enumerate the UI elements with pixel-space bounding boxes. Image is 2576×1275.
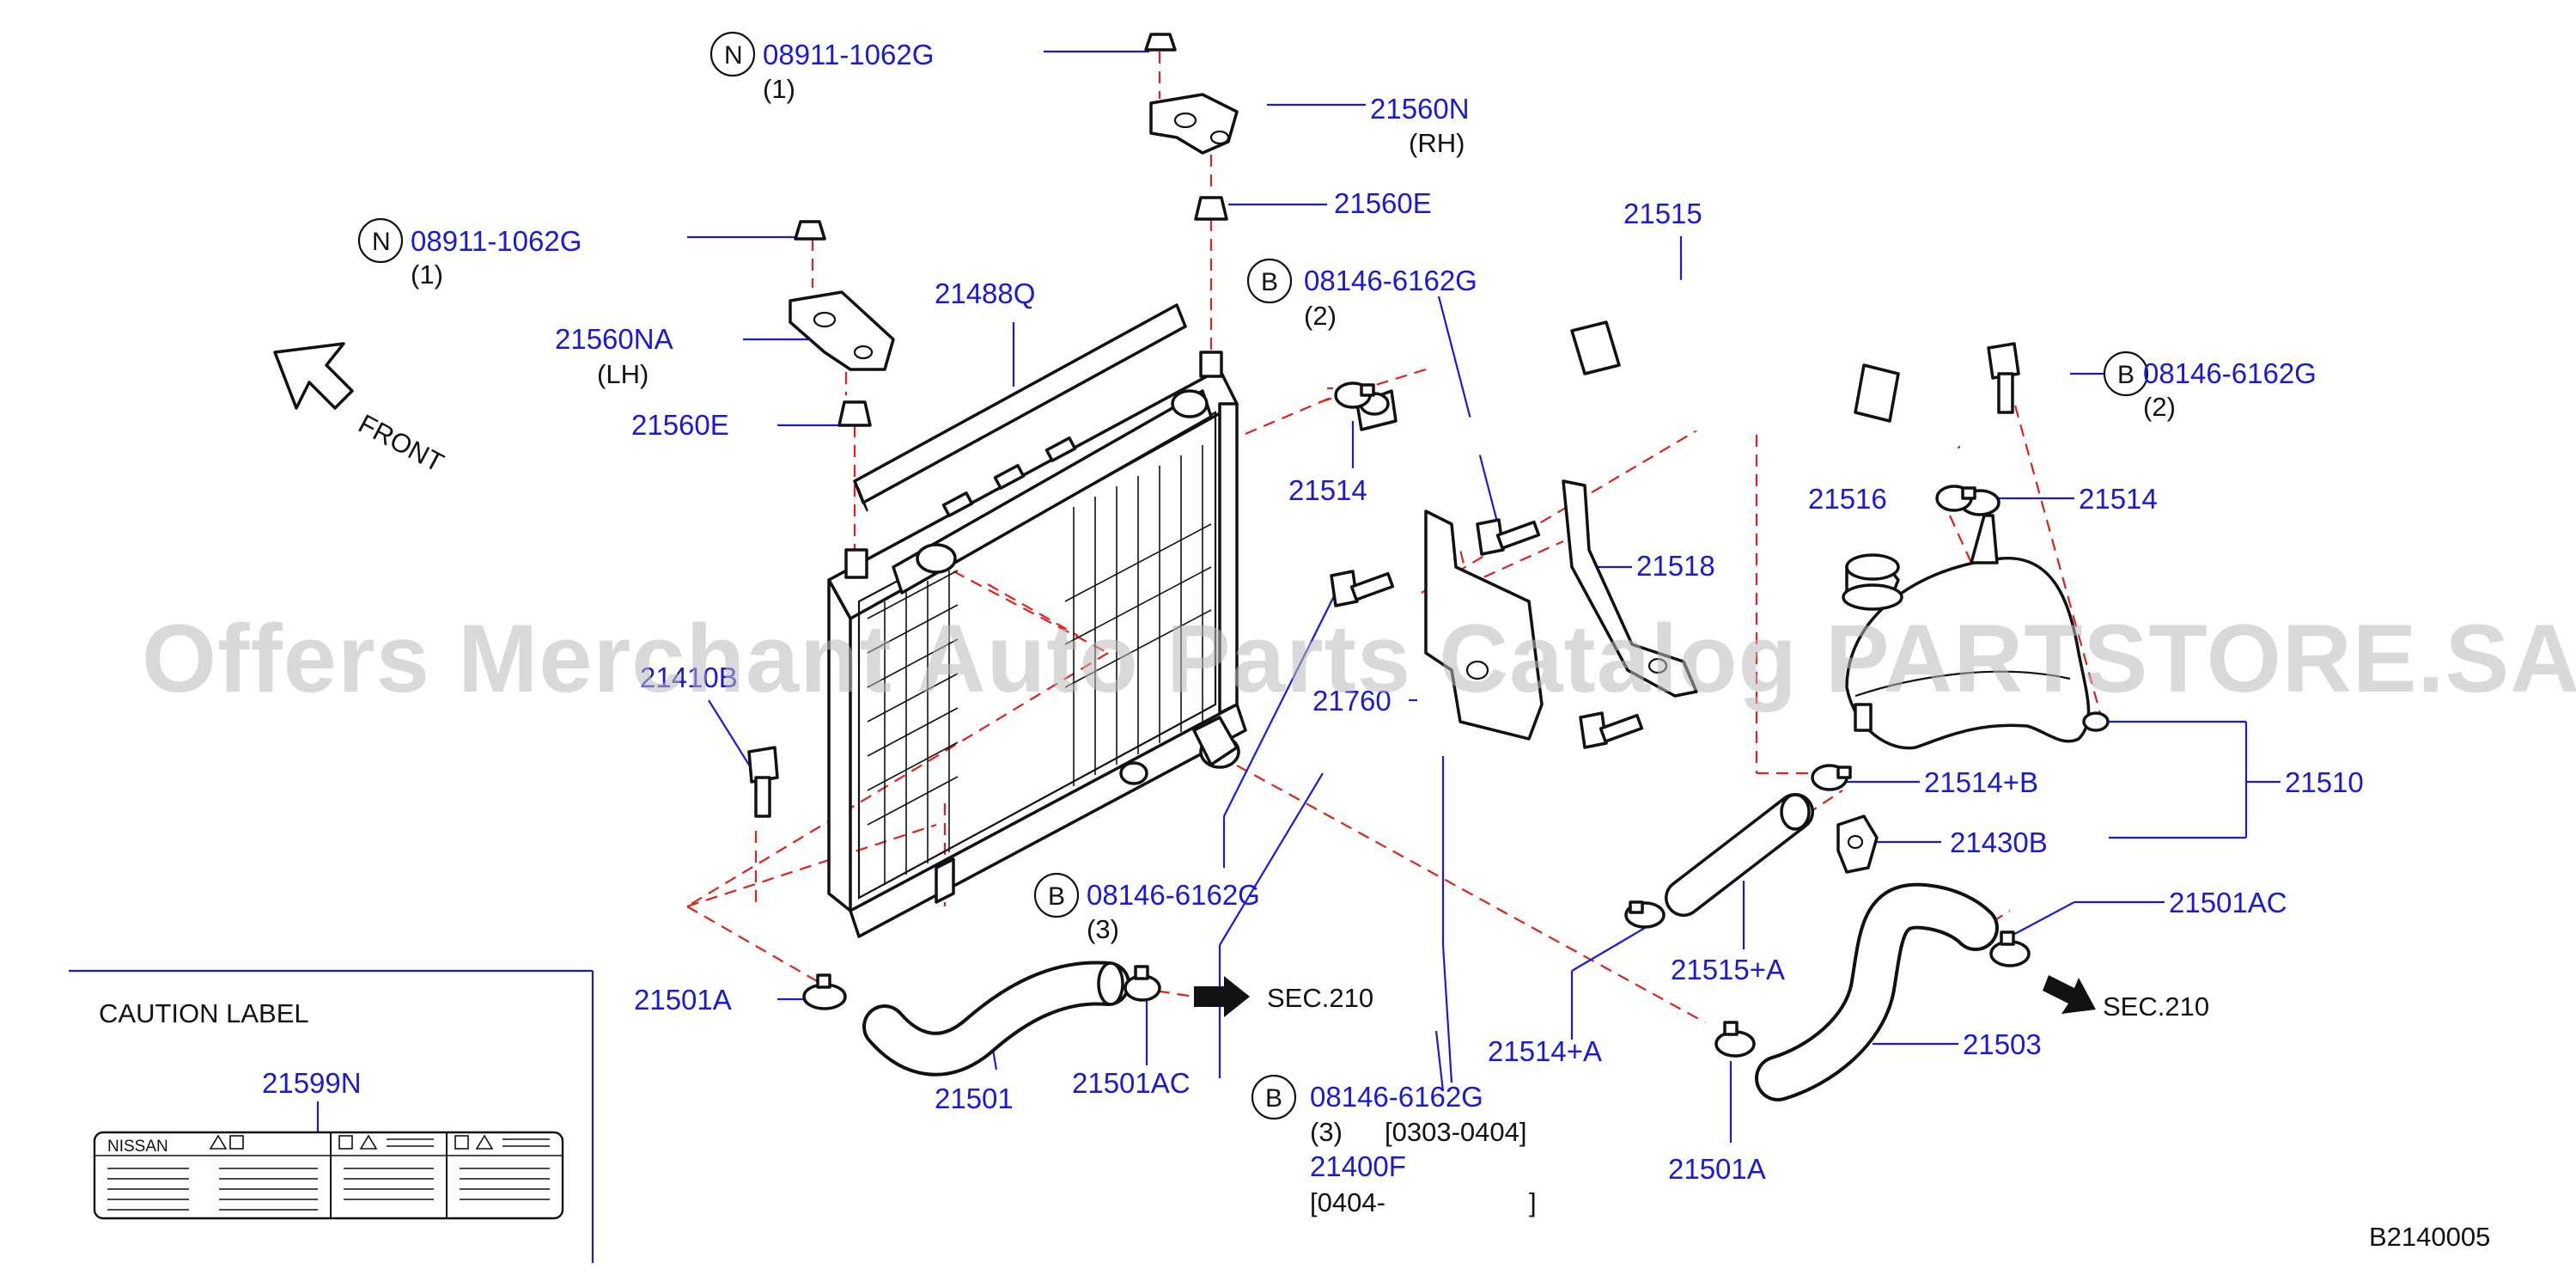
part-labels: 08911-1062G (1) 21560N (RH) 21560E 08911… <box>411 39 2490 1252</box>
bolt-b-right <box>1987 342 2020 414</box>
label-clamp-b: 21514+B <box>1924 766 2038 798</box>
hose-21515a <box>1624 793 1814 929</box>
symbol-b-2: B <box>2117 361 2134 389</box>
label-bracket-lh: 21560NA <box>555 323 673 355</box>
label-reservoir-cap: 21516 <box>1808 483 1887 515</box>
label-drain-plug: 21410B <box>640 662 738 693</box>
hose-21503 <box>1714 882 2096 1101</box>
seal-21488q <box>853 303 1187 512</box>
drain-bolt-21410b <box>747 746 779 818</box>
label-bracket-rh-side: (RH) <box>1409 128 1465 158</box>
label-hose-upper: 21501 <box>935 1083 1014 1114</box>
front-label: FRONT <box>354 408 449 478</box>
label-sec-left: SEC.210 <box>1267 983 1373 1013</box>
label-radiator-range-start: [0404- <box>1310 1187 1385 1217</box>
front-arrow: FRONT <box>273 342 449 478</box>
label-hose-small: 21515+A <box>1671 954 1785 985</box>
bolt-b-lower <box>1579 711 1644 749</box>
leader-lines <box>687 50 2281 1143</box>
label-sec-right: SEC.210 <box>2103 991 2209 1022</box>
radiator <box>827 351 1247 938</box>
label-bracket-lower: 21760 <box>1312 685 1392 717</box>
reservoir-21510 <box>1842 489 2110 750</box>
caution-text-lines <box>107 1138 550 1211</box>
clamp-21514-right <box>1935 485 1976 512</box>
caution-title: CAUTION LABEL <box>99 998 309 1028</box>
label-bracket-lh-side: (LH) <box>597 359 649 389</box>
label-clamp-lower-ac: 21501AC <box>2169 887 2287 918</box>
label-bolt-b-1: 08146-6162G <box>1304 265 1477 296</box>
watermark: Offers Merchant Auto Parts Catalog PARTS… <box>142 605 2576 712</box>
label-bolt-b-1-qty: (2) <box>1304 301 1337 331</box>
label-bolt-b-4: 08146-6162G <box>1310 1081 1483 1113</box>
symbol-b-3: B <box>1048 882 1065 911</box>
label-nut-top-qty: (1) <box>763 74 795 104</box>
label-clamp-upper-a: 21501A <box>634 984 732 1016</box>
label-clamp-2: 21514 <box>2079 483 2158 515</box>
label-clamp-lower-a: 21501A <box>1668 1153 1766 1185</box>
label-radiator-range-end: ] <box>1529 1187 1537 1217</box>
label-nut-left: 08911-1062G <box>411 225 582 257</box>
caution-brand: NISSAN <box>107 1138 168 1156</box>
label-nut-top: 08911-1062G <box>763 39 934 70</box>
bracket-21430b <box>1836 814 1879 874</box>
label-bracket-rh: 21560N <box>1370 93 1470 125</box>
symbol-b-1: B <box>1261 268 1278 296</box>
clamp-21514b <box>1811 764 1852 791</box>
diagram-code: B2140005 <box>2369 1222 2490 1252</box>
bolt-b-left <box>1330 570 1395 607</box>
bracket-lh-assembly <box>789 220 895 427</box>
bracket-21518 <box>1562 479 1698 698</box>
label-bolt-b-3-qty: (3) <box>1087 914 1119 944</box>
hose-21515 <box>1355 279 1965 457</box>
label-bolt-b-4-qty: (3) <box>1310 1117 1343 1147</box>
bolt-b-center <box>1476 518 1541 556</box>
label-seal: 21488Q <box>935 278 1035 309</box>
symbol-n-top: N <box>724 41 743 70</box>
label-nut-left-qty: (1) <box>411 259 443 290</box>
hose-21501 <box>802 961 1250 1077</box>
label-reservoir: 21510 <box>2285 766 2364 798</box>
label-bracket-plate: 21518 <box>1636 550 1715 582</box>
label-bolt-b-4-range: [0303-0404] <box>1385 1117 1526 1147</box>
caution-part-number: 21599N <box>262 1067 362 1099</box>
symbol-b-4: B <box>1265 1084 1282 1113</box>
caution-label-sticker <box>93 1131 564 1220</box>
label-mount-top-rh: 21560E <box>1334 187 1432 219</box>
clamp-21514-left <box>1334 381 1375 409</box>
label-radiator: 21400F <box>1310 1150 1406 1182</box>
caution-label-section: CAUTION LABEL 21599N NISSAN <box>69 969 594 1263</box>
label-bolt-b-2-qty: (2) <box>2143 392 2176 422</box>
warning-icon <box>209 1134 494 1150</box>
bracket-rh-assembly <box>1144 33 1239 221</box>
label-clamp-1: 21514 <box>1288 474 1367 506</box>
label-clamp-upper-ac: 21501AC <box>1072 1067 1191 1099</box>
label-mount-lh: 21560E <box>631 409 729 441</box>
label-hose-lower: 21503 <box>1963 1028 2042 1060</box>
bracket-21760 <box>1424 509 1544 741</box>
label-clamp-small: 21514+A <box>1488 1035 1602 1067</box>
label-hose-overflow: 21515 <box>1623 198 1702 229</box>
symbol-circles: N N B B B B <box>357 31 2149 1120</box>
symbol-n-left: N <box>372 228 391 256</box>
label-bolt-b-3: 08146-6162G <box>1087 879 1260 911</box>
label-bolt-b-2: 08146-6162G <box>2143 357 2317 389</box>
label-reservoir-bracket: 21430B <box>1950 827 2048 858</box>
